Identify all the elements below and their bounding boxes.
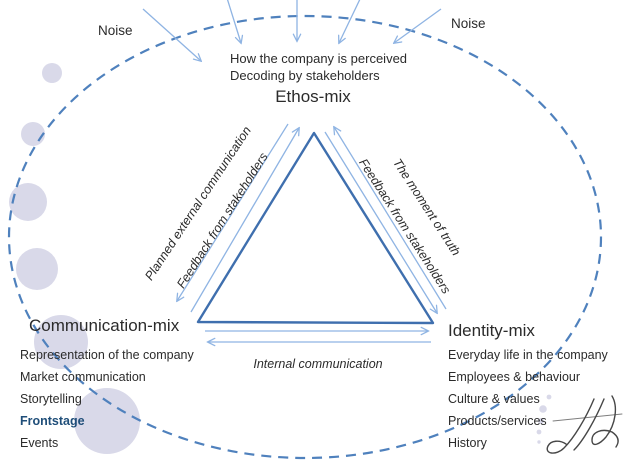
identity-mix-list: Everyday life in the company Employees &… [448, 344, 608, 454]
noise-arrow-2 [226, 0, 241, 43]
list-item: History [448, 436, 487, 450]
ethos-mix-title: Ethos-mix [275, 87, 351, 106]
noise-arrow-1 [142, 8, 201, 61]
dot-trail-right [536, 394, 552, 444]
list-item: Products/services [448, 414, 547, 428]
list-item: Market communication [20, 370, 146, 384]
signature-scribble [546, 395, 623, 454]
triangle [196, 131, 435, 325]
left-edge-up-arrow [190, 128, 299, 313]
internal-communication-label: Internal communication [253, 357, 383, 371]
identity-mix-title: Identity-mix [448, 321, 535, 340]
noise-label-right: Noise [451, 16, 486, 31]
communication-mix-title: Communication-mix [29, 316, 180, 335]
list-item: Representation of the company [20, 348, 194, 362]
perceived-line2: Decoding by stakeholders [230, 68, 380, 83]
noise-arrow-5 [394, 8, 442, 43]
right-edge-down-arrow [324, 131, 437, 313]
left-edge-down-arrow [177, 123, 289, 301]
noise-arrow-4 [339, 0, 361, 43]
list-item-frontstage: Frontstage [20, 414, 85, 428]
noise-arrows [142, 0, 442, 61]
right-edge-up-arrow [334, 127, 447, 310]
list-item: Employees & behaviour [448, 370, 581, 384]
dashed-boundary-ellipse [7, 14, 603, 460]
perceived-line1: How the company is perceived [230, 51, 408, 66]
noise-label-left: Noise [98, 23, 133, 38]
communication-mix-list: Representation of the company Market com… [20, 344, 194, 454]
list-item: Everyday life in the company [448, 348, 608, 362]
list-item: Culture & values [448, 392, 540, 406]
flow-arrows [177, 123, 447, 342]
list-item: Events [20, 436, 59, 450]
bubble-trail-left [9, 63, 140, 454]
list-item: Storytelling [20, 392, 82, 406]
